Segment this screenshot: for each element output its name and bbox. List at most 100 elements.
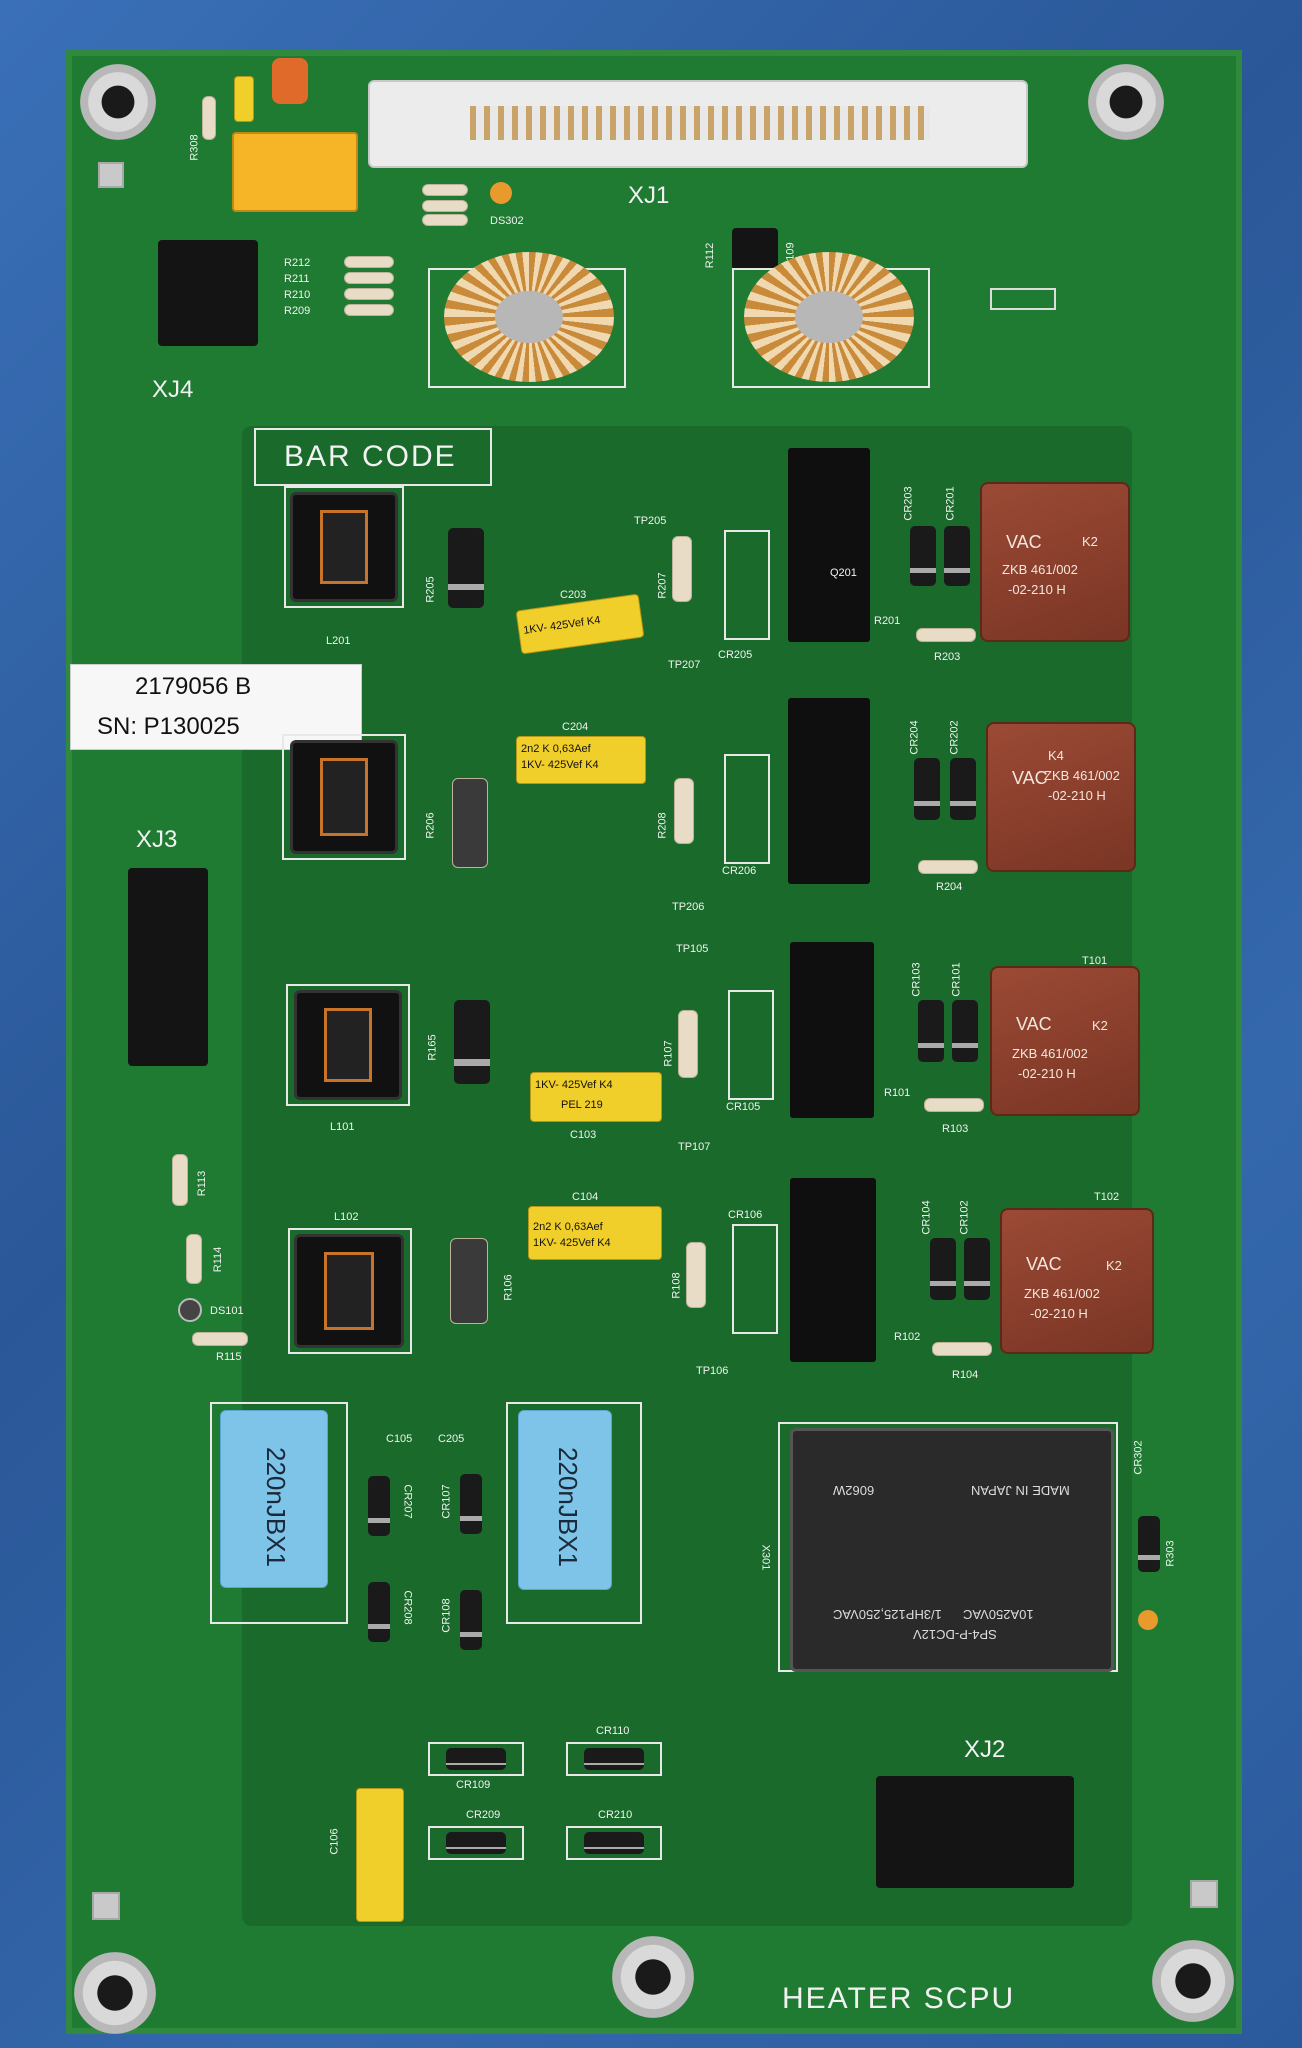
transformer-part: ZKB 461/002: [1044, 768, 1120, 783]
inductor-core: [323, 1007, 373, 1083]
power-relay: MADE IN JAPAN 6062W SP4-P-DC12V 10A250VA…: [790, 1428, 1114, 1672]
diode: [460, 1474, 482, 1534]
refdes-cr108: CR108: [440, 1598, 453, 1633]
refdes-cr208: CR208: [401, 1590, 414, 1625]
heatsink: [790, 1178, 876, 1362]
refdes-cr204: CR204: [908, 720, 921, 755]
cap-text: PEL 219: [561, 1099, 603, 1111]
resistor-dale: [452, 778, 488, 868]
refdes-cr203: CR203: [902, 486, 915, 521]
refdes-r204: R204: [936, 881, 963, 893]
refdes-l201: L201: [326, 635, 351, 647]
diode: [368, 1476, 390, 1536]
inductor-core: [319, 509, 369, 585]
refdes-c205: C205: [438, 1433, 465, 1445]
refdes-r107: R107: [662, 1040, 675, 1067]
refdes-r203: R203: [934, 651, 961, 663]
diode: [368, 1582, 390, 1642]
transformer-t101: VAC K2 ZKB 461/002 -02-210 H: [990, 966, 1140, 1116]
resistor: [916, 628, 976, 642]
refdes-cr210: CR210: [598, 1809, 633, 1821]
refdes-tp105: TP105: [676, 943, 709, 955]
cap-text: 1KV- 425Vef K4: [522, 614, 602, 637]
refdes-tp207: TP207: [668, 659, 701, 671]
inductor-l201: [290, 492, 398, 602]
resistor: [202, 96, 216, 140]
capacitor-c204: 2n2 K 0,63Aef 1KV- 425Vef K4: [516, 736, 646, 784]
bridge-outline: [724, 530, 770, 640]
inductor-outline: [282, 734, 406, 860]
part-number: 2179056 B: [135, 673, 252, 700]
refdes-r114: R114: [212, 1246, 225, 1273]
board-title: HEATER SCPU: [782, 1982, 1016, 2015]
cap-outline: [210, 1402, 348, 1624]
diode: [1138, 1516, 1160, 1572]
refdes-cr105: CR105: [726, 1101, 761, 1113]
transformer-part: ZKB 461/002: [1002, 562, 1078, 577]
blue-capacitor: 220nJBX1: [220, 1410, 328, 1588]
xj3-connector: [128, 868, 208, 1066]
test-pad: [98, 162, 124, 188]
resistor: [344, 256, 394, 268]
diode: [952, 1000, 978, 1062]
inductor: [290, 740, 398, 854]
diode: [944, 526, 970, 586]
transformer-brand: VAC: [1006, 532, 1042, 552]
led: [1138, 1610, 1158, 1630]
transformer-rev: -02-210 H: [1008, 582, 1066, 597]
refdes-cr202: CR202: [948, 720, 961, 755]
diode: [454, 1000, 490, 1084]
refdes-r209: R209: [284, 305, 311, 317]
inductor-l102: [294, 1234, 404, 1348]
inductor-outline: [286, 984, 410, 1106]
refdes-cr110: CR110: [596, 1725, 630, 1737]
xj3-label: XJ3: [136, 826, 178, 853]
relay-text: 1/3HP125,250VAC: [833, 1607, 942, 1622]
refdes-cr302: CR302: [1132, 1440, 1145, 1475]
xj4-connector: [158, 240, 258, 346]
resistor: [422, 184, 468, 196]
refdes-tp205: TP205: [634, 515, 667, 527]
refdes-cr107: CR107: [440, 1484, 453, 1519]
diode: [914, 758, 940, 820]
refdes-c204: C204: [562, 721, 589, 733]
resistor: [924, 1098, 984, 1112]
refdes-tp107: TP107: [678, 1141, 711, 1153]
refdes-r103: R103: [942, 1123, 969, 1135]
diode-outline: [566, 1826, 662, 1860]
refdes-tp106: TP106: [696, 1365, 729, 1377]
mounting-hole-tr: [1088, 64, 1164, 140]
refdes-c104: C104: [572, 1191, 599, 1203]
mounting-hole-br: [1152, 1940, 1234, 2022]
test-pad: [1190, 1880, 1218, 1908]
resistor-network: [732, 228, 778, 270]
refdes-cr207: CR207: [401, 1484, 414, 1519]
mounting-hole-bm: [612, 1936, 694, 2018]
refdes-r104: R104: [952, 1369, 979, 1381]
connector-pins: [470, 106, 930, 140]
mounting-hole-tl: [80, 64, 156, 140]
relay-text: MADE IN JAPAN: [971, 1483, 1070, 1498]
circuit-board: R308 XJ1 DS302 R112 R109 XJ4 R212 R211 R…: [66, 50, 1242, 2034]
xj2-label: XJ2: [964, 1736, 1006, 1763]
heatsink: [788, 698, 870, 884]
resistor: [450, 1238, 488, 1324]
electrolytic-capacitor: [272, 58, 308, 104]
resistor: [186, 1234, 202, 1284]
resistor: [344, 288, 394, 300]
barcode-label: BAR CODE: [284, 440, 457, 473]
refdes-cr206: CR206: [722, 865, 757, 877]
diode: [584, 1832, 644, 1854]
diode: [910, 526, 936, 586]
relay-text: 10A250VAC: [963, 1607, 1034, 1622]
diode: [930, 1238, 956, 1300]
resistor: [672, 536, 692, 602]
refdes-cr106: CR106: [728, 1209, 763, 1221]
refdes-r212: R212: [284, 257, 311, 269]
transformer: VAC K4 ZKB 461/002 -02-210 H: [986, 722, 1136, 872]
resistor: [344, 304, 394, 316]
silk-box: [990, 288, 1056, 310]
xj1-label: XJ1: [628, 182, 670, 209]
inductor-outline: [288, 1228, 412, 1354]
diode: [460, 1590, 482, 1650]
